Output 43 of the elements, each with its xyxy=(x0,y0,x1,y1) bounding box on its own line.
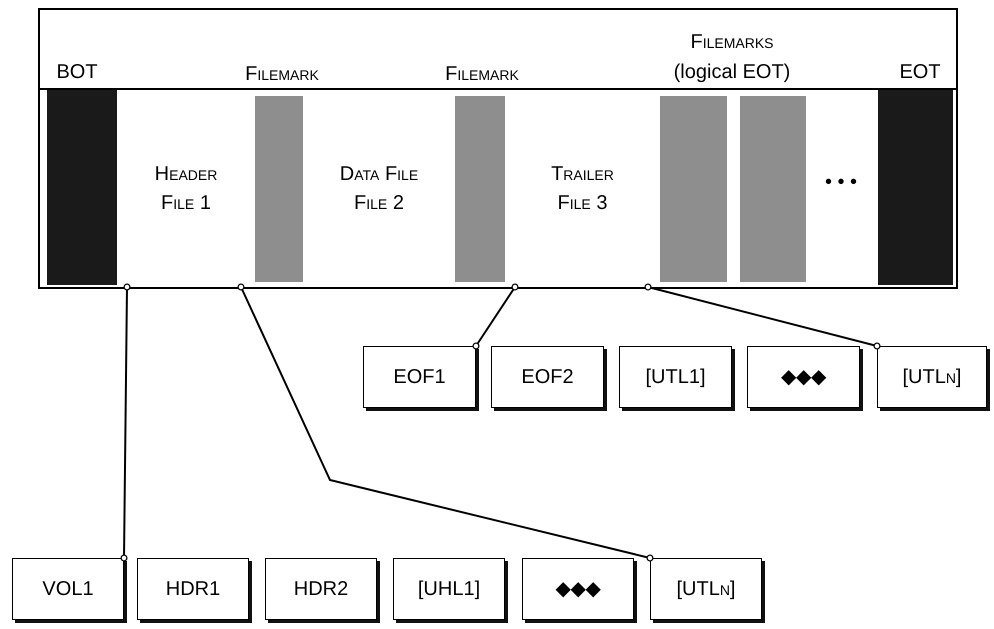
filemark-bar xyxy=(455,96,505,282)
label-record-box xyxy=(12,558,124,620)
label-record-box xyxy=(522,558,634,620)
filemark-bar xyxy=(660,96,727,282)
node-label: HDR2 xyxy=(294,576,348,602)
node-label: Data File File 2 xyxy=(338,162,420,216)
node-label: [UTLn] xyxy=(676,576,736,602)
tape-marker-label: Filemark xyxy=(445,62,519,86)
filemark-bar xyxy=(740,96,806,282)
node-label: ◆◆◆ xyxy=(781,364,826,390)
leader-line xyxy=(237,283,654,562)
node-label: ◆◆◆ xyxy=(556,576,600,602)
leader-line xyxy=(472,283,519,350)
label-record-box xyxy=(650,558,762,620)
label-record-box xyxy=(619,346,732,408)
label-record-box xyxy=(393,558,505,620)
node-label: EOF2 xyxy=(521,364,574,390)
node-label: [UTL1] xyxy=(645,364,706,390)
node-label: HDR1 xyxy=(166,576,220,602)
tape-marker-label: Filemarks xyxy=(690,30,774,54)
tape-end-marker xyxy=(47,90,117,285)
tape-marker-label: (logical EOT) xyxy=(674,60,790,84)
tape-marker-label: • • • xyxy=(824,170,858,194)
label-record-box xyxy=(265,558,377,620)
node-label: [UTLn] xyxy=(902,364,962,390)
tape-marker-label: Filemark xyxy=(245,62,319,86)
node-label: [UHL1] xyxy=(418,576,480,602)
node-label: VOL1 xyxy=(42,576,94,602)
tape-end-marker xyxy=(878,90,953,285)
node-label: EOF1 xyxy=(393,364,446,390)
tape-frame xyxy=(38,8,958,289)
label-record-box xyxy=(747,346,860,408)
leader-line xyxy=(120,283,131,562)
node-label: Header File 1 xyxy=(154,162,218,216)
filemark-bar xyxy=(255,96,303,282)
node-label: Trailer File 3 xyxy=(550,162,615,216)
leader-line xyxy=(644,283,881,350)
label-record-box xyxy=(491,346,604,408)
label-record-box xyxy=(137,558,249,620)
label-record-box xyxy=(877,346,987,408)
tape-marker-label: BOT xyxy=(56,60,98,84)
tape-marker-label: EOT xyxy=(899,60,941,84)
label-record-box xyxy=(363,346,476,408)
